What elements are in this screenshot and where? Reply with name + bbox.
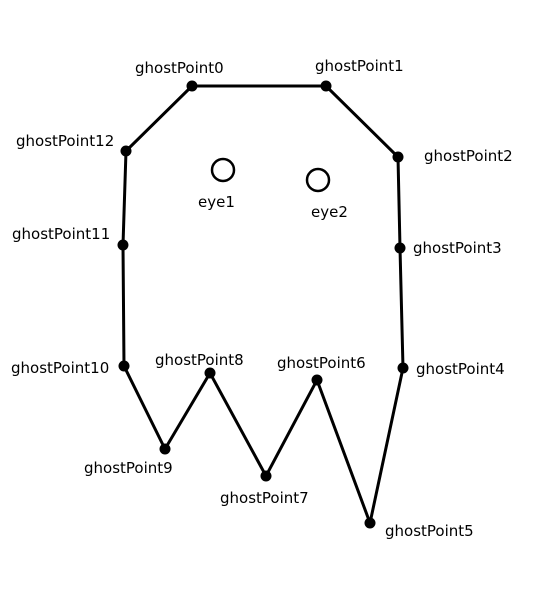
ghost-point-7-label: ghostPoint7 — [220, 489, 309, 507]
ghost-point-9-dot — [159, 443, 171, 455]
eye2-label: eye2 — [311, 203, 348, 221]
ghost-point-0-dot — [186, 80, 198, 92]
ghost-point-6-label: ghostPoint6 — [277, 354, 366, 372]
ghost-point-2-dot — [392, 151, 404, 163]
ghost-point-12-label: ghostPoint12 — [16, 132, 114, 150]
ghost-point-12-dot — [120, 145, 132, 157]
ghost-point-5-dot — [364, 517, 376, 529]
ghost-point-7-dot — [260, 470, 272, 482]
ghost-point-11-label: ghostPoint11 — [12, 225, 110, 243]
ghost-point-5-label: ghostPoint5 — [385, 522, 474, 540]
ghost-point-11-dot — [117, 239, 129, 251]
ghost-point-10-label: ghostPoint10 — [11, 359, 109, 377]
ghost-point-3-dot — [394, 242, 406, 254]
ghost-point-6-dot — [311, 374, 323, 386]
eye2-circle — [305, 167, 331, 193]
ghost-point-1-dot — [320, 80, 332, 92]
ghost-point-4-dot — [397, 362, 409, 374]
ghost-point-2-label: ghostPoint2 — [424, 147, 513, 165]
ghost-point-8-dot — [204, 367, 216, 379]
ghost-point-9-label: ghostPoint9 — [84, 459, 173, 477]
ghost-outline — [121, 84, 405, 529]
ghost-point-8-label: ghostPoint8 — [155, 351, 244, 369]
ghost-point-3-label: ghostPoint3 — [413, 239, 502, 257]
eye1-label: eye1 — [198, 193, 235, 211]
ghost-point-0-label: ghostPoint0 — [135, 59, 224, 77]
ghost-point-1-label: ghostPoint1 — [315, 57, 404, 75]
ghost-point-4-label: ghostPoint4 — [416, 360, 505, 378]
eye1-circle — [210, 157, 236, 183]
ghost-point-10-dot — [118, 360, 130, 372]
